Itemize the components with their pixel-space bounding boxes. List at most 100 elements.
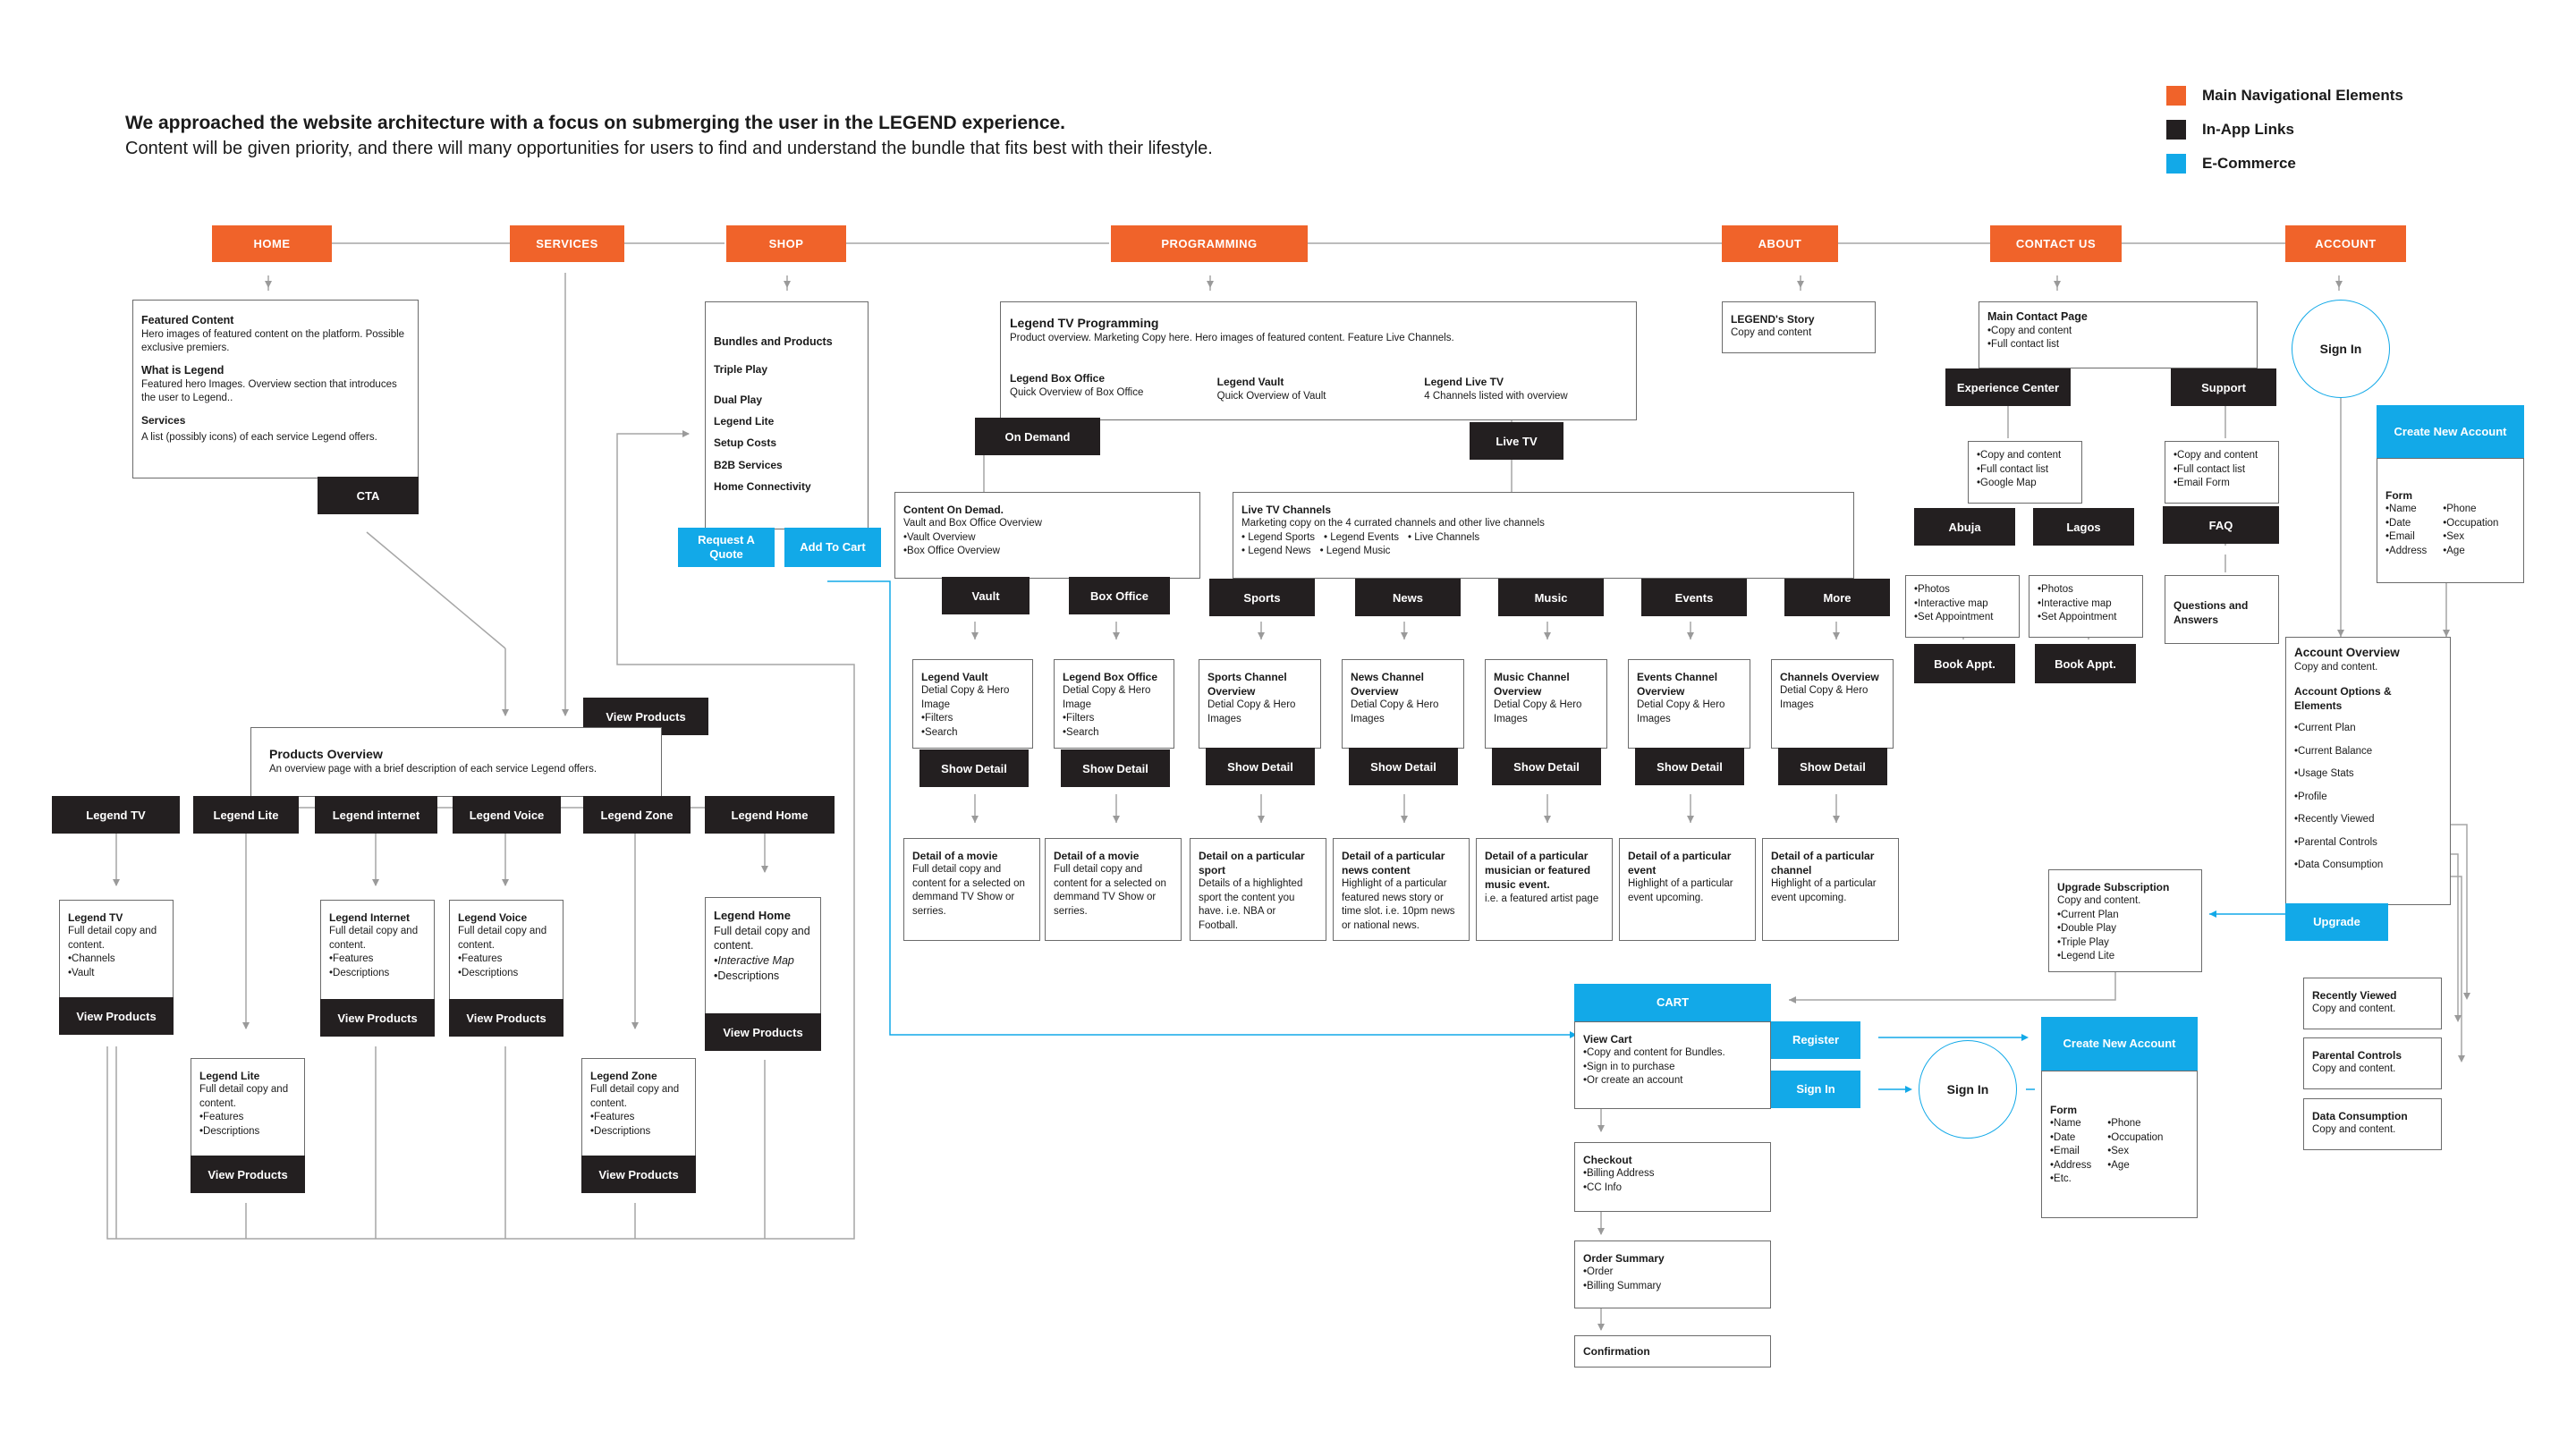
ltv-bullets-row: • Legend News • Legend Music: [1241, 545, 1845, 559]
form-field: Address: [2050, 1159, 2091, 1173]
data-text: Copy and content.: [2312, 1124, 2396, 1136]
main-contact-title: Main Contact Page: [1987, 310, 2088, 323]
detail-title: Detail of a movie: [912, 850, 998, 862]
support-button[interactable]: Support: [2171, 368, 2276, 406]
product-bullet: Descriptions: [199, 1125, 296, 1139]
tab-sports[interactable]: Sports: [1209, 579, 1315, 616]
tab-legend-lite[interactable]: Legend Lite: [193, 796, 299, 834]
order-summary-box: Order Summary OrderBilling Summary: [1574, 1240, 1771, 1308]
book-appt-button[interactable]: Book Appt.: [2035, 644, 2136, 683]
cart-create-account-button[interactable]: Create New Account: [2041, 1017, 2198, 1071]
nav-services[interactable]: SERVICES: [510, 225, 624, 262]
tab-news[interactable]: News: [1355, 579, 1461, 616]
confirmation-title: Confirmation: [1583, 1345, 1650, 1358]
recently-viewed-box: Recently Viewed Copy and content.: [2303, 978, 2442, 1029]
abuja-button[interactable]: Abuja: [1914, 508, 2015, 546]
legend-label: In-App Links: [2202, 121, 2294, 138]
nav-shop[interactable]: SHOP: [726, 225, 846, 262]
experience-center-button[interactable]: Experience Center: [1945, 368, 2071, 406]
cart-sign-in-button[interactable]: Sign In: [1771, 1071, 1860, 1108]
nav-programming[interactable]: PROGRAMMING: [1111, 225, 1308, 262]
product-title: Legend TV: [68, 911, 123, 924]
product-text: Full detail copy and content.: [590, 1084, 680, 1109]
form-field: Email: [2050, 1145, 2091, 1159]
lagos-button[interactable]: Lagos: [2033, 508, 2134, 546]
request-quote-button[interactable]: Request A Quote: [678, 528, 775, 567]
show-detail-button[interactable]: Show Detail: [1061, 749, 1170, 787]
on-demand-button[interactable]: On Demand: [975, 418, 1100, 455]
featured-content-title: Featured Content: [141, 314, 234, 326]
register-button[interactable]: Register: [1771, 1021, 1860, 1059]
cart-header[interactable]: CART: [1574, 984, 1771, 1021]
show-detail-button[interactable]: Show Detail: [1635, 748, 1744, 785]
tab-vault[interactable]: Vault: [942, 577, 1030, 614]
upgrade-button[interactable]: Upgrade: [2285, 903, 2388, 941]
cod-bullet: Box Office Overview: [903, 545, 1191, 559]
view-products-button[interactable]: View Products: [449, 999, 564, 1037]
tab-legend-zone[interactable]: Legend Zone: [583, 796, 691, 834]
form-field: Age: [2443, 545, 2498, 559]
checkout-title: Checkout: [1583, 1154, 1632, 1166]
channel-text: Detial Copy & Hero Images: [1351, 699, 1439, 724]
tab-box-office[interactable]: Box Office: [1069, 577, 1170, 614]
live-tv-button[interactable]: Live TV: [1470, 422, 1563, 460]
product-bullet: Features: [329, 953, 426, 967]
ltv-bullet: • Legend Sports: [1241, 531, 1316, 543]
view-products-button[interactable]: View Products: [191, 1156, 305, 1193]
view-products-button[interactable]: View Products: [59, 997, 174, 1035]
tab-events[interactable]: Events: [1641, 579, 1747, 616]
what-is-legend-text: Featured hero Images. Overview section t…: [141, 378, 397, 404]
tab-legend-home[interactable]: Legend Home: [705, 796, 835, 834]
col-title: Legend Vault: [1216, 376, 1284, 389]
cart-bullet: Or create an account: [1583, 1074, 1762, 1088]
detail-title: Detail of a particular musician or featu…: [1485, 850, 1591, 892]
show-detail-button[interactable]: Show Detail: [1206, 748, 1315, 785]
nav-about[interactable]: ABOUT: [1722, 225, 1838, 262]
show-detail-button[interactable]: Show Detail: [1492, 748, 1601, 785]
detail-box: Detail of a movie Full detail copy and c…: [1045, 838, 1182, 941]
nav-account[interactable]: ACCOUNT: [2285, 225, 2406, 262]
sign-in-circle[interactable]: Sign In: [2292, 300, 2390, 398]
product-text: Full detail copy and content.: [714, 924, 810, 953]
add-to-cart-button[interactable]: Add To Cart: [784, 528, 881, 567]
ltv-bullet: • Legend Music: [1319, 546, 1391, 557]
view-cart-title: View Cart: [1583, 1033, 1632, 1046]
show-detail-button[interactable]: Show Detail: [919, 749, 1029, 787]
product-bullet: Descriptions: [714, 969, 812, 984]
view-products-button[interactable]: View Products: [320, 999, 435, 1037]
nav-contact-us[interactable]: CONTACT US: [1990, 225, 2122, 262]
parental-title: Parental Controls: [2312, 1049, 2402, 1062]
show-detail-button[interactable]: Show Detail: [1349, 748, 1458, 785]
cta-button[interactable]: CTA: [318, 477, 419, 514]
tab-legend-voice[interactable]: Legend Voice: [453, 796, 561, 834]
product-bullet: Vault: [68, 967, 165, 981]
tab-legend-internet[interactable]: Legend internet: [315, 796, 437, 834]
view-products-button[interactable]: View Products: [705, 1013, 821, 1051]
channel-box: Music Channel Overview Detial Copy & Her…: [1485, 659, 1607, 749]
sup-bullet: Copy and content: [2174, 449, 2270, 463]
programming-col: Legend Vault Quick Overview of Vault: [1217, 368, 1425, 403]
city-bullet: Photos: [2038, 583, 2134, 597]
product-title: Legend Internet: [329, 911, 411, 924]
city-bullet: Interactive map: [1914, 597, 2011, 612]
tab-more[interactable]: More: [1784, 579, 1890, 616]
nav-home[interactable]: HOME: [212, 225, 332, 262]
tab-music[interactable]: Music: [1498, 579, 1604, 616]
book-appt-button[interactable]: Book Appt.: [1914, 644, 2015, 683]
exp-bullet: Google Map: [1977, 477, 2073, 491]
services-title: Services: [141, 413, 186, 427]
view-products-button[interactable]: View Products: [581, 1156, 696, 1193]
legend-label: E-Commerce: [2202, 155, 2296, 172]
form-field: Etc.: [2050, 1173, 2091, 1187]
account-option: Usage Stats: [2294, 767, 2442, 782]
cart-sign-in-circle[interactable]: Sign In: [1919, 1040, 2017, 1139]
create-account-button[interactable]: Create New Account: [2377, 405, 2524, 459]
channel-box: Legend Vault Detial Copy & Hero Image Fi…: [912, 659, 1033, 749]
programming-col: Legend Live TV 4 Channels listed with ov…: [1424, 368, 1627, 403]
channel-title: Channels Overview: [1780, 671, 1879, 683]
show-detail-button[interactable]: Show Detail: [1778, 748, 1887, 785]
tab-legend-tv[interactable]: Legend TV: [52, 796, 180, 834]
detail-box: Detail of a particular event Highlight o…: [1619, 838, 1756, 941]
faq-button[interactable]: FAQ: [2163, 506, 2279, 544]
channel-text: Detial Copy & Hero Images: [1494, 699, 1582, 724]
